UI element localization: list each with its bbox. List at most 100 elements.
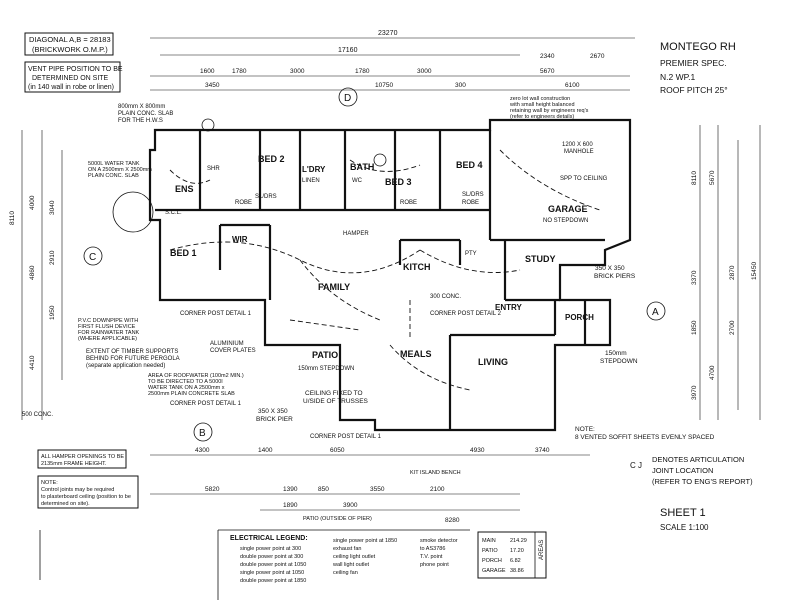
svg-text:ALUMINIUM: ALUMINIUM	[210, 341, 244, 347]
diagonal-note-box: DIAGONAL A,B = 28183 (BRICKWORK O.M.P.)	[24, 32, 114, 56]
left-dimensions: 8110 4860 2910 4000 3040 4410 1950	[9, 130, 63, 420]
sheet-name: SHEET 1	[660, 507, 706, 519]
svg-text:T.V. point: T.V. point	[420, 554, 443, 560]
dim-r3-1: 1780	[232, 68, 247, 75]
svg-text:6.82: 6.82	[510, 558, 521, 564]
areas-table: AREAS MAIN 214.29 PATIO 17.20 PORCH 6.82…	[477, 531, 547, 579]
plan-spec: PREMIER SPEC.	[660, 58, 727, 68]
svg-text:6050: 6050	[330, 447, 345, 454]
svg-text:8110: 8110	[691, 171, 698, 185]
svg-text:zero lot wall construction: zero lot wall construction	[510, 96, 570, 102]
grid-marker-c: C	[83, 246, 103, 266]
diagonal-line-2: (BRICKWORK O.M.P.)	[32, 45, 108, 54]
house-outline	[148, 118, 632, 432]
svg-text:1390: 1390	[283, 486, 298, 493]
grid-marker-d: D	[338, 87, 358, 107]
svg-text:A: A	[652, 307, 659, 318]
bath-icon	[373, 153, 387, 167]
dim-overall: 23270	[378, 30, 398, 37]
svg-text:TO BE DIRECTED TO A 5000l: TO BE DIRECTED TO A 5000l	[148, 379, 223, 385]
svg-text:smoke detector: smoke detector	[420, 538, 458, 544]
svg-text:CEILING FIXED TO: CEILING FIXED TO	[305, 390, 363, 397]
svg-text:ceiling light outlet: ceiling light outlet	[333, 554, 376, 560]
svg-text:3040: 3040	[49, 200, 56, 215]
svg-text:5820: 5820	[205, 486, 220, 493]
right-dimensions: 8110 5670 3370 2870 15450 1850 2700 3970…	[691, 125, 761, 420]
svg-text:15450: 15450	[751, 262, 758, 280]
svg-text:single power point at 1050: single power point at 1050	[240, 570, 304, 576]
svg-text:AREA OF ROOFWATER (100m2 MIN.): AREA OF ROOFWATER (100m2 MIN.)	[148, 373, 244, 379]
svg-text:NOTE:: NOTE:	[575, 426, 595, 433]
diagonal-line-1: DIAGONAL A,B = 28183	[29, 35, 111, 44]
corner-post-3: CORNER POST DETAIL 1	[170, 401, 242, 407]
svg-text:BRICK PIER: BRICK PIER	[256, 416, 293, 423]
svg-text:WATER TANK ON A 2500mm x: WATER TANK ON A 2500mm x	[148, 385, 225, 391]
timber-support-note: EXTENT OF TIMBER SUPPORTS BEHIND FOR FUT…	[86, 349, 180, 369]
svg-text:double power point at 1050: double power point at 1050	[240, 562, 306, 568]
svg-text:single power point at 300: single power point at 300	[240, 546, 301, 552]
svg-text:EXTENT OF TIMBER SUPPORTS: EXTENT OF TIMBER SUPPORTS	[86, 349, 178, 355]
svg-text:17.20: 17.20	[510, 548, 524, 554]
water-tank-icon	[112, 191, 154, 233]
svg-text:U/SIDE OF TRUSSES: U/SIDE OF TRUSSES	[303, 398, 369, 405]
room-patio: PATIO	[312, 350, 338, 360]
svg-text:PLAIN CONC. SLAB: PLAIN CONC. SLAB	[88, 173, 139, 179]
svg-text:GARAGE: GARAGE	[482, 568, 506, 574]
svg-text:350 X 350: 350 X 350	[595, 265, 625, 272]
room-living: LIVING	[478, 357, 508, 367]
svg-text:38.86: 38.86	[510, 568, 524, 574]
room-meals: MEALS	[400, 349, 432, 359]
svg-text:3370: 3370	[691, 270, 698, 285]
label-robe-1: ROBE	[235, 200, 252, 206]
svg-text:FIRST FLUSH DEVICE: FIRST FLUSH DEVICE	[78, 324, 136, 330]
conc-500: 500 CONC.	[22, 412, 53, 418]
label-scl: S.C.L.	[165, 210, 182, 216]
svg-text:8280: 8280	[445, 517, 460, 524]
svg-text:1850: 1850	[691, 320, 698, 335]
svg-text:phone point: phone point	[420, 562, 449, 568]
hws-icon	[201, 118, 215, 132]
svg-text:PORCH: PORCH	[482, 558, 502, 564]
vent-note-2: DETERMINED ON SITE	[32, 75, 109, 82]
room-bed4: BED 4	[456, 160, 483, 170]
roof-pitch: ROOF PITCH 25°	[660, 85, 728, 95]
svg-text:3900: 3900	[343, 502, 358, 509]
brick-pier-left: 350 X 350 BRICK PIER	[256, 408, 293, 423]
svg-text:5000L WATER TANK: 5000L WATER TANK	[88, 161, 140, 167]
dim-r3-0: 1600	[200, 68, 215, 75]
electrical-dashed-lines	[169, 149, 601, 391]
svg-text:exhaust fan: exhaust fan	[333, 546, 361, 552]
label-spp: SPP TO CEILING	[560, 176, 608, 182]
legend-title: ELECTRICAL LEGEND:	[230, 535, 308, 542]
svg-text:FOR THE H.W.S: FOR THE H.W.S	[118, 118, 163, 124]
label-sl-drs-1: SL/DRS	[255, 194, 277, 200]
svg-text:4860: 4860	[29, 265, 36, 280]
label-robe-3: ROBE	[462, 200, 479, 206]
room-kitch: KITCH	[403, 262, 431, 272]
room-labels: ENS BED 2 L'DRY BATH BED 3 BED 4 GARAGE …	[165, 142, 608, 372]
svg-text:to AS3786: to AS3786	[420, 546, 445, 552]
zero-lot-note: zero lot wall construction with small he…	[509, 96, 589, 120]
svg-text:2700: 2700	[729, 320, 736, 335]
roofwater-note: AREA OF ROOFWATER (100m2 MIN.) TO BE DIR…	[148, 373, 244, 397]
svg-text:214.29: 214.29	[510, 538, 527, 544]
aluminium-note: ALUMINIUM COVER PLATES	[210, 341, 256, 354]
svg-text:with small height balanced: with small height balanced	[509, 102, 575, 108]
dim-r4-2: 5670	[540, 68, 555, 75]
svg-text:2135mm FRAME HEIGHT.: 2135mm FRAME HEIGHT.	[41, 461, 107, 467]
stepdown-right: 150mm STEPDOWN	[600, 350, 638, 365]
room-ens: ENS	[175, 184, 194, 194]
dim-r5-0: 300	[455, 82, 466, 89]
svg-text:JOINT LOCATION: JOINT LOCATION	[652, 466, 713, 475]
svg-text:to plasterboard ceiling (posit: to plasterboard ceiling (position to be	[41, 494, 131, 500]
svg-text:C: C	[89, 252, 96, 263]
label-linen: LINEN	[302, 178, 320, 184]
svg-text:B: B	[199, 428, 206, 439]
svg-text:FOR RAINWATER TANK: FOR RAINWATER TANK	[78, 330, 140, 336]
svg-text:4700: 4700	[709, 365, 716, 380]
dim-r4-1: 10750	[375, 82, 393, 89]
label-wc: WC	[352, 178, 363, 184]
room-entry: ENTRY	[495, 303, 522, 312]
room-family: FAMILY	[318, 282, 350, 292]
